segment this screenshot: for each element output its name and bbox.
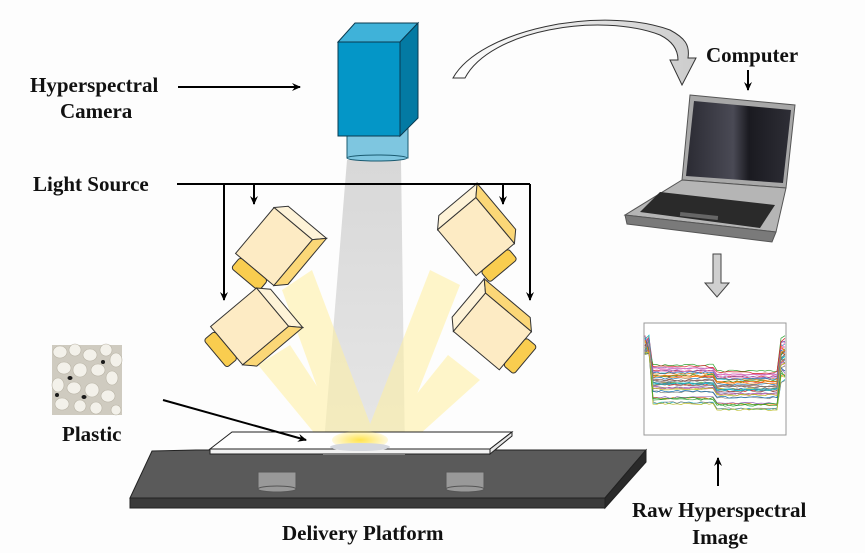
spectrum-line [644,351,786,400]
spectrum-line [644,343,786,412]
spectrum-line [644,340,786,384]
label-hyperspectral-camera-line1: Hyperspectral [30,73,158,97]
spectrum-line [644,337,786,399]
plastic-pointer-arrow [162,399,307,442]
label-plastic: Plastic [62,422,121,446]
data-transfer-arrow [452,19,697,87]
spectrum-line [644,349,786,410]
light-source-lower-right [451,277,537,374]
spectrum-line [644,334,786,392]
laptop-computer [623,94,796,243]
tray-supports [257,471,485,493]
spectrum-line [644,339,786,377]
spectrum-line [644,335,786,374]
spectrum-line [644,340,786,379]
raw-spectra-plot [643,322,787,436]
spectrum-line [644,336,786,380]
label-computer: Computer [706,43,798,67]
label-light-source: Light Source [33,172,149,196]
label-raw-hyperspectral-line2: Image [692,525,748,549]
light-source-connectors [177,183,534,301]
light-source-upper-left [231,205,328,291]
spectrum-line [644,335,786,373]
spectrum-line [644,339,786,389]
spectrum-line [644,347,786,406]
processing-arrow [703,253,731,298]
sample-tray [208,430,514,456]
label-hyperspectral-camera-line2: Camera [60,99,133,123]
hyperspectral-camera [336,21,420,162]
label-delivery-platform: Delivery Platform [282,521,444,545]
light-source-lower-left [204,287,304,367]
spectrum-line [644,349,786,405]
plastic-sample-pile [330,443,390,451]
delivery-platform [129,448,648,510]
spectrum-line [644,343,786,383]
spectrum-line [644,337,786,395]
spectrum-line [644,352,786,397]
light-beams [258,270,480,452]
spectrum-line [644,342,786,381]
plastic-pellets-photo [51,343,123,416]
spectrum-line [644,339,786,388]
label-raw-hyperspectral-line1: Raw Hyperspectral [632,498,807,522]
light-source-upper-right [436,182,517,282]
